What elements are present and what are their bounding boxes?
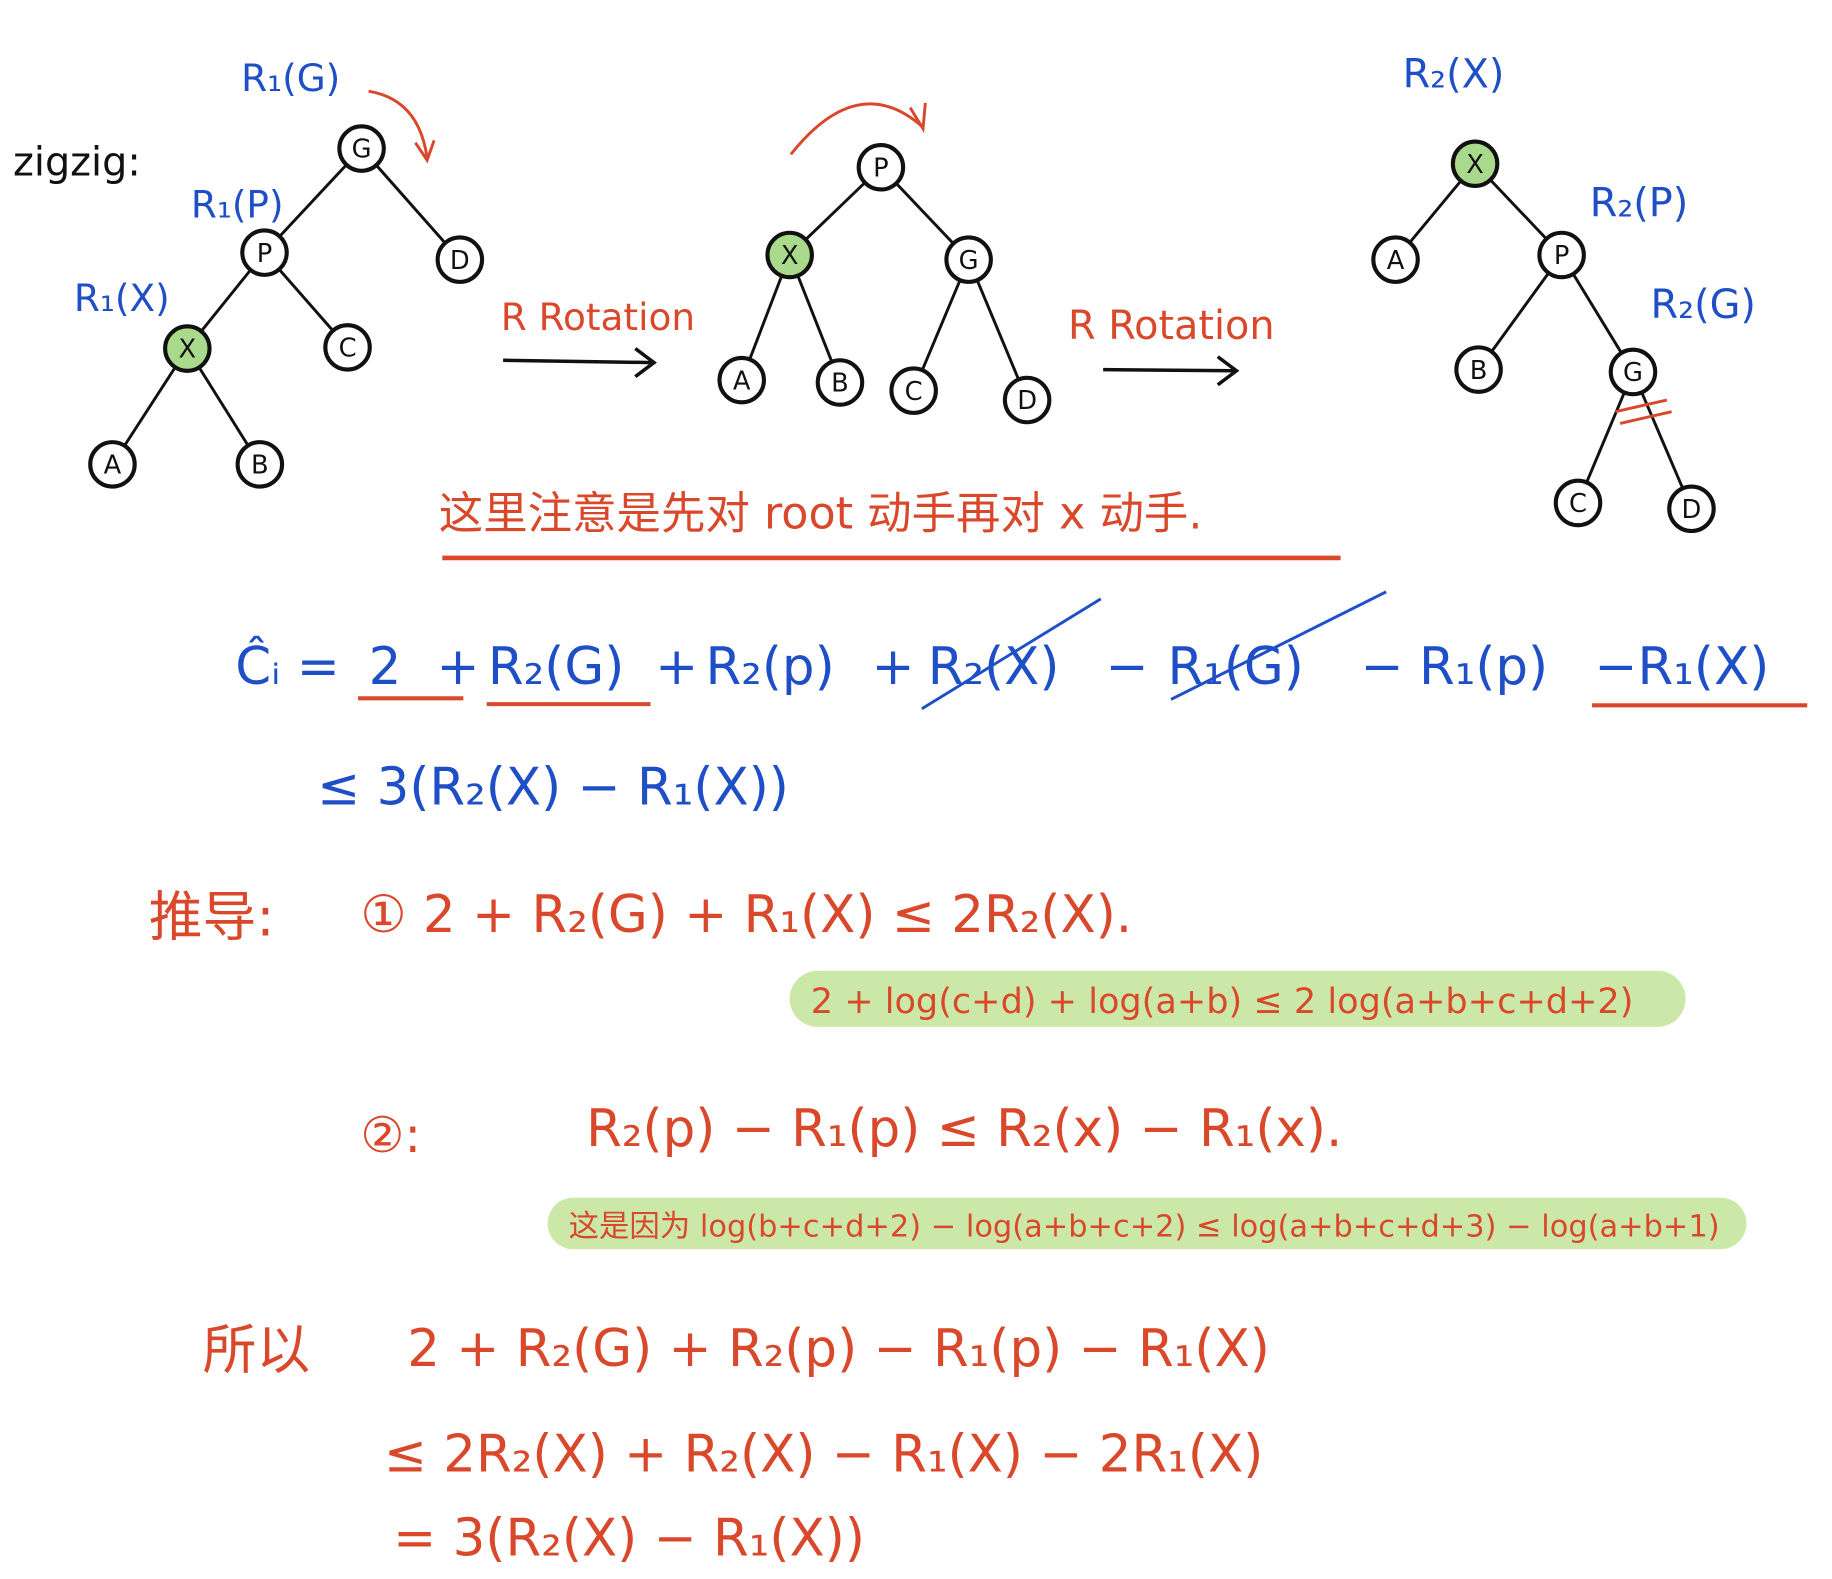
tree-edge (967, 259, 1029, 401)
tree-node-d: D (1002, 375, 1052, 425)
eq-op: − (1105, 637, 1148, 697)
tree-node-c: C (1553, 478, 1603, 528)
derivation-step-2-label: ②: (360, 1106, 421, 1164)
tree-node-p: P (856, 142, 906, 192)
rotation-arrowhead (414, 139, 436, 164)
tree-edge (360, 147, 461, 261)
node-label: B (251, 451, 269, 481)
label-r2-x: R₂(X) (1403, 52, 1505, 98)
strike-line (921, 597, 1102, 711)
tree-node-g: G (337, 124, 386, 173)
eq-op: + (436, 637, 479, 697)
node-label: P (1554, 241, 1570, 271)
eq-op: − (1360, 637, 1403, 697)
node-label: B (831, 369, 849, 399)
tree-node-c: C (323, 323, 372, 372)
label-r2-g: R₂(G) (1651, 282, 1756, 328)
derivation-step-2: R₂(p) − R₁(p) ≤ R₂(x) − R₁(x). (586, 1099, 1342, 1159)
node-label: C (1569, 489, 1587, 519)
label-r1-g: R₁(G) (241, 56, 340, 100)
step-1-justification: 2 + log(c+d) + log(a+b) ≤ 2 log(a+b+c+d+… (811, 981, 1634, 1022)
node-label: X (781, 241, 799, 271)
conclusion-line-3: = 3(R₂(X) − R₁(X)) (393, 1509, 865, 1569)
tree-node-x: X (1450, 139, 1500, 189)
arrow-right-icon (1103, 355, 1240, 387)
tree-node-b: B (815, 358, 865, 407)
label-r2-p: R₂(P) (1590, 180, 1689, 226)
amortized-cost-equation: Ĉᵢ = 2 + R₂(G) + R₂(p) + R₂(X) − R₁(G) −… (235, 635, 1769, 817)
eq-lhs: Ĉᵢ = (235, 635, 340, 697)
tree-node-d: D (1667, 484, 1716, 534)
conclusion-line-1: 2 + R₂(G) + R₂(p) − R₁(p) − R₁(X) (407, 1319, 1270, 1379)
tree-node-p: P (240, 228, 289, 277)
node-label: G (352, 135, 372, 165)
eq-term: R₂(p) (705, 637, 834, 697)
node-label: B (1470, 356, 1488, 386)
node-label: A (104, 451, 122, 481)
step-2-justification: 这是因为 log(b+c+d+2) − log(a+b+c+2) ≤ log(a… (569, 1209, 1720, 1244)
derivation-heading: 推导: (149, 886, 275, 949)
node-label: A (733, 366, 751, 396)
tree-node-g: G (944, 235, 993, 284)
eq-term: R₂(G) (488, 637, 624, 697)
note-text: 这里注意是先对 root 动手再对 x 动手. (439, 489, 1203, 540)
arrow-right-icon (503, 347, 657, 379)
conclusion-line-2: ≤ 2R₂(X) + R₂(X) − R₁(X) − 2R₁(X) (384, 1424, 1264, 1484)
derivation-step-1: ① 2 + R₂(G) + R₁(X) ≤ 2R₂(X). (360, 885, 1132, 945)
tree-node-a: A (717, 355, 766, 405)
tree-edge (1631, 371, 1693, 510)
rotation-label-2: R Rotation (1068, 303, 1275, 349)
cut-mark (1615, 398, 1672, 425)
rotation-label-1: R Rotation (501, 295, 695, 339)
node-label: D (1682, 495, 1702, 525)
tree-node-d: D (435, 235, 485, 284)
eq-bound: ≤ 3(R₂(X) − R₁(X)) (317, 758, 789, 818)
label-r1-x: R₁(X) (74, 276, 170, 320)
tree-node-a: A (1371, 235, 1420, 284)
conclusion-label: 所以 (203, 1318, 311, 1381)
node-label: A (1387, 246, 1405, 276)
node-label: P (873, 153, 889, 183)
highlight-pill (547, 1197, 1747, 1250)
rotation-curve-arrow (368, 89, 429, 159)
tree-node-g: G (1608, 347, 1658, 397)
rotation-curve-arrow (789, 102, 923, 156)
highlight-pill (789, 970, 1686, 1027)
tree-node-x: X (163, 324, 212, 373)
eq-term-cancelled: R₂(X) (928, 637, 1060, 697)
tree-node-a: A (88, 440, 137, 489)
tree-node-p: P (1537, 230, 1586, 280)
node-label: C (905, 377, 923, 407)
rotation-arrowhead (908, 102, 927, 134)
zigzig-title: zigzig: (13, 139, 141, 185)
strike-line (1170, 590, 1387, 701)
derivation: 推导: ① 2 + R₂(G) + R₁(X) ≤ 2R₂(X). 2 + lo… (149, 885, 1747, 1569)
tree-node-c: C (889, 366, 938, 415)
tree-node-b: B (235, 440, 285, 489)
eq-op: + (872, 637, 915, 697)
node-label: X (1466, 150, 1484, 180)
label-r1-p: R₁(P) (191, 183, 284, 227)
node-label: D (450, 246, 470, 276)
eq-term: −R₁(X) (1594, 637, 1769, 697)
node-label: X (179, 335, 197, 365)
node-label: G (959, 246, 979, 276)
node-label: C (339, 334, 357, 364)
node-label: G (1623, 358, 1643, 388)
node-label: P (257, 239, 273, 269)
eq-term: R₁(p) (1419, 637, 1548, 697)
eq-term: 2 (369, 637, 402, 697)
node-label: D (1017, 386, 1037, 416)
tree-node-b: B (1454, 345, 1503, 394)
tree-node-x: X (765, 230, 814, 280)
eq-op: + (655, 637, 698, 697)
